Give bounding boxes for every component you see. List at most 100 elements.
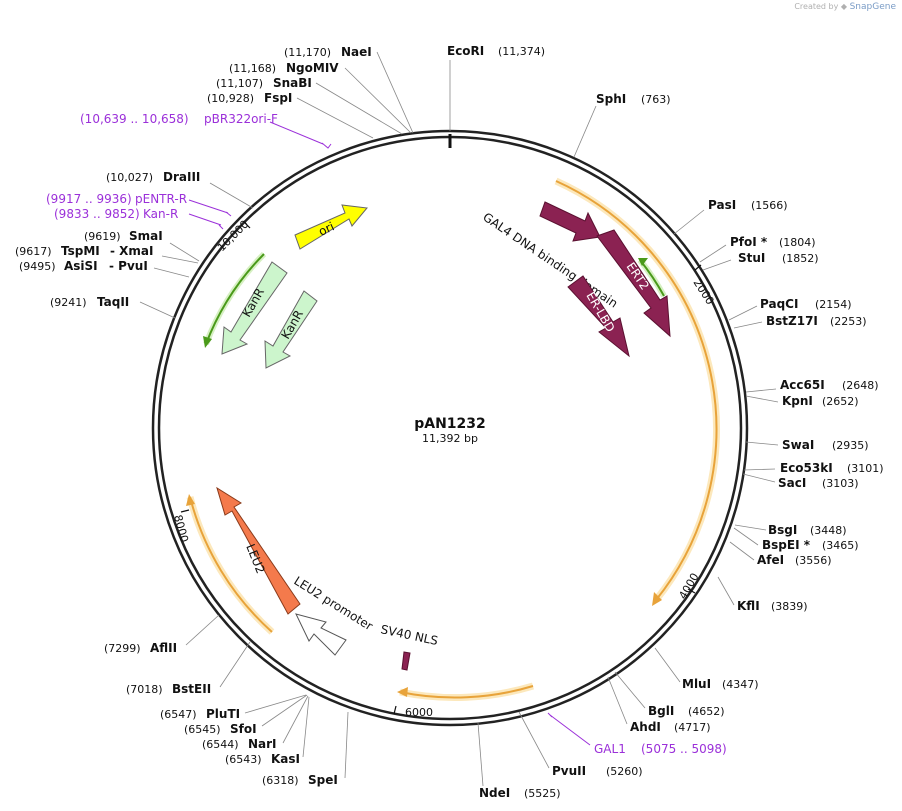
- svg-text:PfoI *: PfoI *: [730, 235, 768, 249]
- svg-text:(6545): (6545): [184, 723, 221, 736]
- enzyme-label-afei: AfeI (3556): [757, 553, 832, 567]
- svg-text:PvuII: PvuII: [552, 764, 586, 778]
- tick-marks: [180, 221, 702, 715]
- leu2-label: LEU2: [243, 542, 267, 576]
- svg-text:BglI: BglI: [648, 704, 674, 718]
- enzyme-label-kpni: KpnI(2652): [782, 394, 859, 408]
- svg-text:pENTR-R: pENTR-R: [135, 192, 187, 206]
- svg-text:(2253): (2253): [830, 315, 867, 328]
- svg-text:DraIII: DraIII: [163, 170, 200, 184]
- watermark-prefix: Created by: [794, 2, 839, 11]
- primer-markers: [188, 121, 591, 746]
- enzyme-label-ndei: NdeI (5525): [479, 786, 561, 800]
- svg-text:(11,107): (11,107): [216, 77, 263, 90]
- svg-text:FspI: FspI: [264, 91, 292, 105]
- svg-text:(2935): (2935): [832, 439, 869, 452]
- svg-text:(9241): (9241): [50, 296, 87, 309]
- svg-text:Acc65I: Acc65I: [780, 378, 825, 392]
- tick-label-4000: 4000: [676, 571, 701, 602]
- svg-text:(9917 .. 9936): (9917 .. 9936): [46, 192, 132, 206]
- svg-text:(1804): (1804): [779, 236, 816, 249]
- svg-text:AfeI: AfeI: [757, 553, 784, 567]
- svg-text:(5075 .. 5098): (5075 .. 5098): [641, 742, 727, 756]
- svg-text:(6318): (6318): [262, 774, 299, 787]
- svg-text:NarI: NarI: [248, 737, 277, 751]
- enzyme-label-aflii: (7299)AflII: [104, 641, 177, 655]
- svg-text:(3103): (3103): [822, 477, 859, 490]
- svg-text:(9617): (9617): [15, 245, 52, 258]
- svg-text:Kan-R: Kan-R: [143, 207, 178, 221]
- svg-text:(2652): (2652): [822, 395, 859, 408]
- svg-text:SmaI: SmaI: [129, 229, 163, 243]
- enzyme-label-bgli: BglI(4652): [648, 704, 725, 718]
- enzyme-label-kfli: KflI(3839): [737, 599, 808, 613]
- primer-label-kan-r: (9833 .. 9852)Kan-R: [54, 207, 178, 221]
- enzyme-label-pluti: (6547)PluTI: [160, 707, 240, 721]
- ert2-feature: [596, 229, 671, 338]
- orf-arc-right-core: [555, 180, 718, 601]
- svg-text:NdeI: NdeI: [479, 786, 510, 800]
- svg-text:SphI: SphI: [596, 92, 626, 106]
- svg-text:BstZ17I: BstZ17I: [766, 314, 818, 328]
- ori-feature: [294, 204, 368, 250]
- svg-text:pBR322ori-F: pBR322ori-F: [204, 112, 278, 126]
- svg-text:(3839): (3839): [771, 600, 808, 613]
- enzyme-label-sphi: SphI (763): [596, 92, 671, 106]
- svg-text:AflII: AflII: [150, 641, 177, 655]
- svg-text:BstEII: BstEII: [172, 682, 211, 696]
- watermark-brand: SnapGene: [849, 2, 896, 12]
- leu2-feature: [216, 486, 301, 615]
- svg-text:(763): (763): [641, 93, 671, 106]
- leader-lines-left: [139, 51, 414, 779]
- svg-text:AsiSI: AsiSI: [64, 259, 98, 273]
- svg-text:(7018): (7018): [126, 683, 163, 696]
- sv40-label: SV40 NLS: [379, 622, 439, 648]
- enzyme-label-asisi: (9495)AsiSI- PvuI: [19, 259, 148, 273]
- watermark: Created by ◆ SnapGene: [794, 2, 896, 12]
- svg-text:- PvuI: - PvuI: [109, 259, 148, 273]
- svg-text:BspEI *: BspEI *: [762, 538, 811, 552]
- enzyme-label-taqii: (9241) TaqII: [50, 295, 129, 309]
- svg-text:SfoI: SfoI: [230, 722, 257, 736]
- erlbd-feature: [567, 275, 630, 358]
- primer-label-pentr-r: (9917 .. 9936)pENTR-R: [46, 192, 187, 206]
- svg-text:StuI: StuI: [738, 251, 765, 265]
- svg-text:(4717): (4717): [674, 721, 711, 734]
- orf-arc-left-head: [186, 494, 195, 506]
- kanr-label-2: KanR: [278, 308, 306, 342]
- orf-arc-right-head: [652, 592, 662, 606]
- svg-text:MluI: MluI: [682, 677, 711, 691]
- svg-text:(11,170): (11,170): [284, 46, 331, 59]
- leu2-promoter-feature: [295, 613, 347, 656]
- svg-text:(3101): (3101): [847, 462, 884, 475]
- enzyme-label-ngomiv: (11,168)NgoMIV: [229, 61, 339, 75]
- svg-text:GAL1: GAL1: [594, 742, 626, 756]
- svg-text:(1566): (1566): [751, 199, 788, 212]
- svg-text:(2154): (2154): [815, 298, 852, 311]
- svg-text:PaqCI: PaqCI: [760, 297, 798, 311]
- svg-text:(3556): (3556): [795, 554, 832, 567]
- orf-arc-right: [554, 177, 720, 603]
- kanr-feature-2: [264, 290, 318, 369]
- enzyme-label-pvuii: PvuII (5260): [552, 764, 643, 778]
- tick-label-6000: 6000: [405, 706, 433, 719]
- snapgene-logo-icon: ◆: [840, 2, 848, 11]
- enzyme-label-kasi: (6543)KasI: [225, 752, 300, 766]
- enzyme-label-spei: (6318) SpeI: [262, 773, 338, 787]
- svg-text:NaeI: NaeI: [341, 45, 372, 59]
- kanr-feature-1: [221, 261, 288, 355]
- enzyme-label-bsteii: (7018) BstEII: [126, 682, 211, 696]
- svg-text:TaqII: TaqII: [97, 295, 129, 309]
- svg-text:(5260): (5260): [606, 765, 643, 778]
- enzyme-label-ahdi: AhdI(4717): [630, 720, 711, 734]
- svg-text:- XmaI: - XmaI: [110, 244, 153, 258]
- enzyme-label-bsgi: BsgI(3448): [768, 523, 847, 537]
- svg-text:SacI: SacI: [778, 476, 806, 490]
- svg-text:SpeI: SpeI: [308, 773, 338, 787]
- svg-text:(5525): (5525): [524, 787, 561, 800]
- svg-text:(2648): (2648): [842, 379, 879, 392]
- svg-text:EcoRI: EcoRI: [447, 44, 484, 58]
- enzyme-label-snabi: (11,107)SnaBI: [216, 76, 312, 90]
- orf-arc-bottom-core: [399, 685, 534, 699]
- enzyme-label-nari: (6544)NarI: [202, 737, 277, 751]
